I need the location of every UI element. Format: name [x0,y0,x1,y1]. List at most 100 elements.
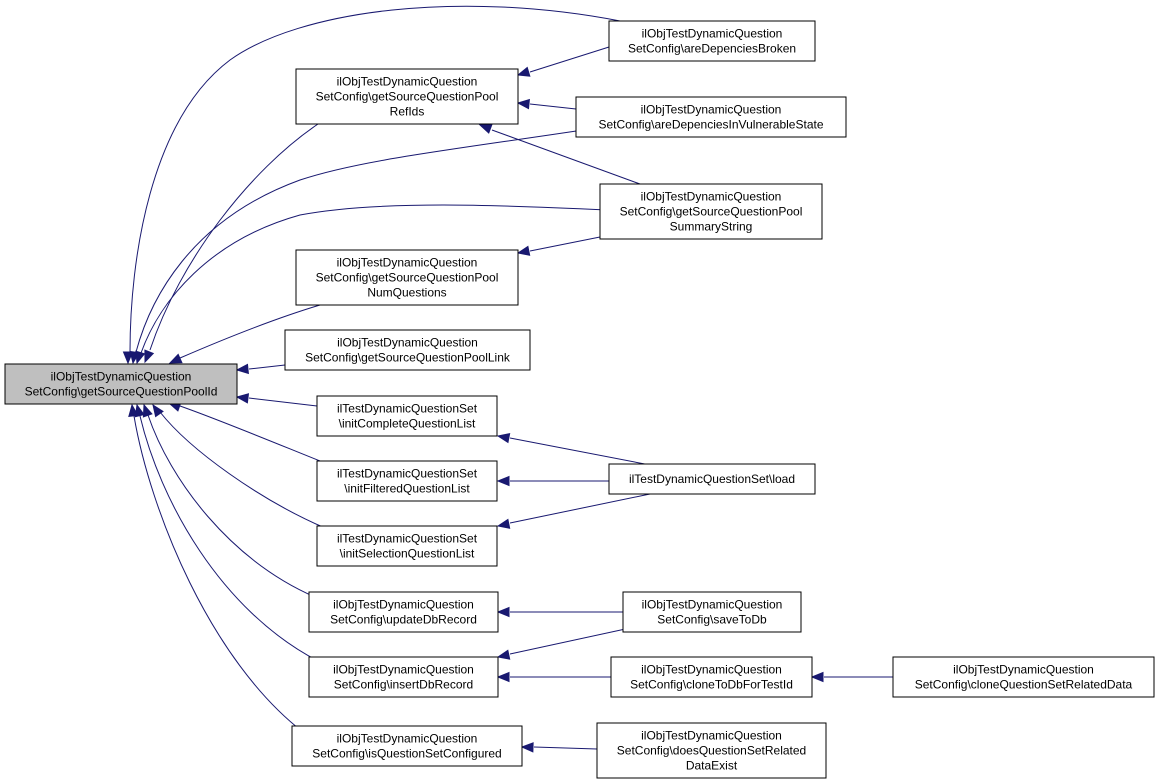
node-label-line: ilObjTestDynamicQuestion [51,370,192,384]
arrowhead-icon [134,403,145,418]
node-label-line: ilObjTestDynamicQuestion [333,663,474,677]
edge-n2-to-n1 [516,46,610,77]
edge-line [147,414,316,598]
node-box [892,656,1155,698]
arrowhead-icon [496,649,511,660]
node-label-line: SetConfig\cloneToDbForTestId [630,678,793,692]
edge-line [533,746,598,750]
node-label-line: SetConfig\getSourceQuestionPool [316,271,499,285]
node-label-line: ilObjTestDynamicQuestion [333,598,474,612]
arrowhead-icon [516,245,531,256]
edge-line [140,204,608,354]
node-n4[interactable]: ilObjTestDynamicQuestionSetConfig\getSou… [599,183,823,240]
edge-line [509,493,651,524]
arrowhead-icon [516,66,531,77]
node-n10[interactable]: ilTestDynamicQuestionSet\load [608,463,816,495]
node-n5[interactable]: ilObjTestDynamicQuestionSetConfig\getSou… [295,249,519,306]
edge-n10-to-n7 [496,432,651,466]
node-label-line: SetConfig\insertDbRecord [334,678,473,692]
node-label-line: ilObjTestDynamicQuestion [641,663,782,677]
arrowhead-icon [810,671,824,683]
node-box [608,20,816,62]
edge-line [135,129,584,353]
node-box [622,591,802,633]
arrowhead-icon [520,742,534,753]
edge-line [159,411,326,529]
node-label-line: ilTestDynamicQuestionSet\load [629,472,795,486]
edge-n5-to-root [168,304,321,364]
node-label-line: ilObjTestDynamicQuestion [642,598,783,612]
edge-n7-to-root [235,393,318,407]
node-n11[interactable]: ilObjTestDynamicQuestionSetConfig\update… [308,591,499,633]
edge-line [179,304,321,359]
node-n2[interactable]: ilObjTestDynamicQuestionSetConfig\areDep… [608,20,816,62]
node-n15[interactable]: ilObjTestDynamicQuestionSetConfig\cloneQ… [892,656,1155,698]
node-label-line: SummaryString [670,220,753,234]
node-label-line: \initSelectionQuestionList [340,547,475,561]
node-n12[interactable]: ilObjTestDynamicQuestionSetConfig\saveTo… [622,591,802,633]
edge-n13-to-root [134,403,319,662]
arrowhead-icon [496,606,510,618]
node-n3[interactable]: ilObjTestDynamicQuestionSetConfig\areDep… [575,96,847,138]
node-n13[interactable]: ilObjTestDynamicQuestionSetConfig\insert… [308,656,499,698]
node-label-line: DataExist [686,759,738,773]
edge-n16-to-root [128,403,304,733]
node-n1[interactable]: ilObjTestDynamicQuestionSetConfig\getSou… [295,68,519,125]
edge-n8-to-root [167,401,326,464]
node-n17[interactable]: ilObjTestDynamicQuestionSetConfig\doesQu… [596,722,827,779]
edge-line [491,129,641,185]
node-label-line: ilObjTestDynamicQuestion [953,663,1094,677]
node-n6[interactable]: ilObjTestDynamicQuestionSetConfig\getSou… [284,329,531,371]
node-label-line: SetConfig\isQuestionSetConfigured [312,747,501,761]
arrowhead-icon [516,98,530,110]
node-box [4,363,238,405]
arrowhead-icon [135,350,146,365]
node-label-line: RefIds [390,105,425,119]
nodes-layer: ilObjTestDynamicQuestionSetConfig\getSou… [4,20,1155,779]
edge-line [149,123,319,351]
node-label-line: ilObjTestDynamicQuestion [337,256,478,270]
arrowhead-icon [235,363,249,375]
node-box [316,525,498,567]
node-label-line: ilObjTestDynamicQuestion [642,27,783,41]
arrowhead-icon [496,671,510,683]
node-root[interactable]: ilObjTestDynamicQuestionSetConfig\getSou… [4,363,238,405]
edge-line [509,437,651,466]
edge-line [529,103,577,110]
arrowhead-icon [122,351,134,365]
node-label-line: ilObjTestDynamicQuestion [641,103,782,117]
node-box [284,329,531,371]
node-label-line: NumQuestions [367,286,446,300]
node-box [599,183,823,240]
edge-n2-to-root [122,5,621,365]
arrowhead-icon [478,124,493,134]
edge-line [529,236,601,252]
edge-line [139,415,319,662]
node-label-line: SetConfig\getSourceQuestionPoolLink [305,351,511,365]
edge-n12-to-n13 [496,627,631,660]
edge-line [179,405,326,464]
node-n8[interactable]: ilTestDynamicQuestionSet\initFilteredQue… [316,460,498,502]
node-label-line: ilObjTestDynamicQuestion [337,732,478,746]
node-box [316,460,498,502]
node-box [608,463,816,495]
edge-line [129,5,621,353]
arrowhead-icon [235,393,250,404]
node-n9[interactable]: ilTestDynamicQuestionSet\initSelectionQu… [316,525,498,567]
node-box [308,656,499,698]
node-n16[interactable]: ilObjTestDynamicQuestionSetConfig\isQues… [291,725,523,767]
node-label-line: \initCompleteQuestionList [339,417,476,431]
arrowhead-icon [168,353,183,364]
node-n14[interactable]: ilObjTestDynamicQuestionSetConfig\cloneT… [610,656,813,698]
arrowhead-icon [496,518,511,529]
edge-n15-to-n14 [810,671,893,683]
edge-line [248,397,318,407]
arrowhead-icon [142,403,153,418]
edge-n3-to-root [129,129,584,365]
edge-n12-to-n11 [496,606,623,618]
edge-line [248,364,286,370]
node-label-line: SetConfig\doesQuestionSetRelated [617,744,806,758]
node-n7[interactable]: ilTestDynamicQuestionSet\initCompleteQue… [316,395,498,437]
arrowhead-icon [152,403,164,418]
node-box [291,725,523,767]
